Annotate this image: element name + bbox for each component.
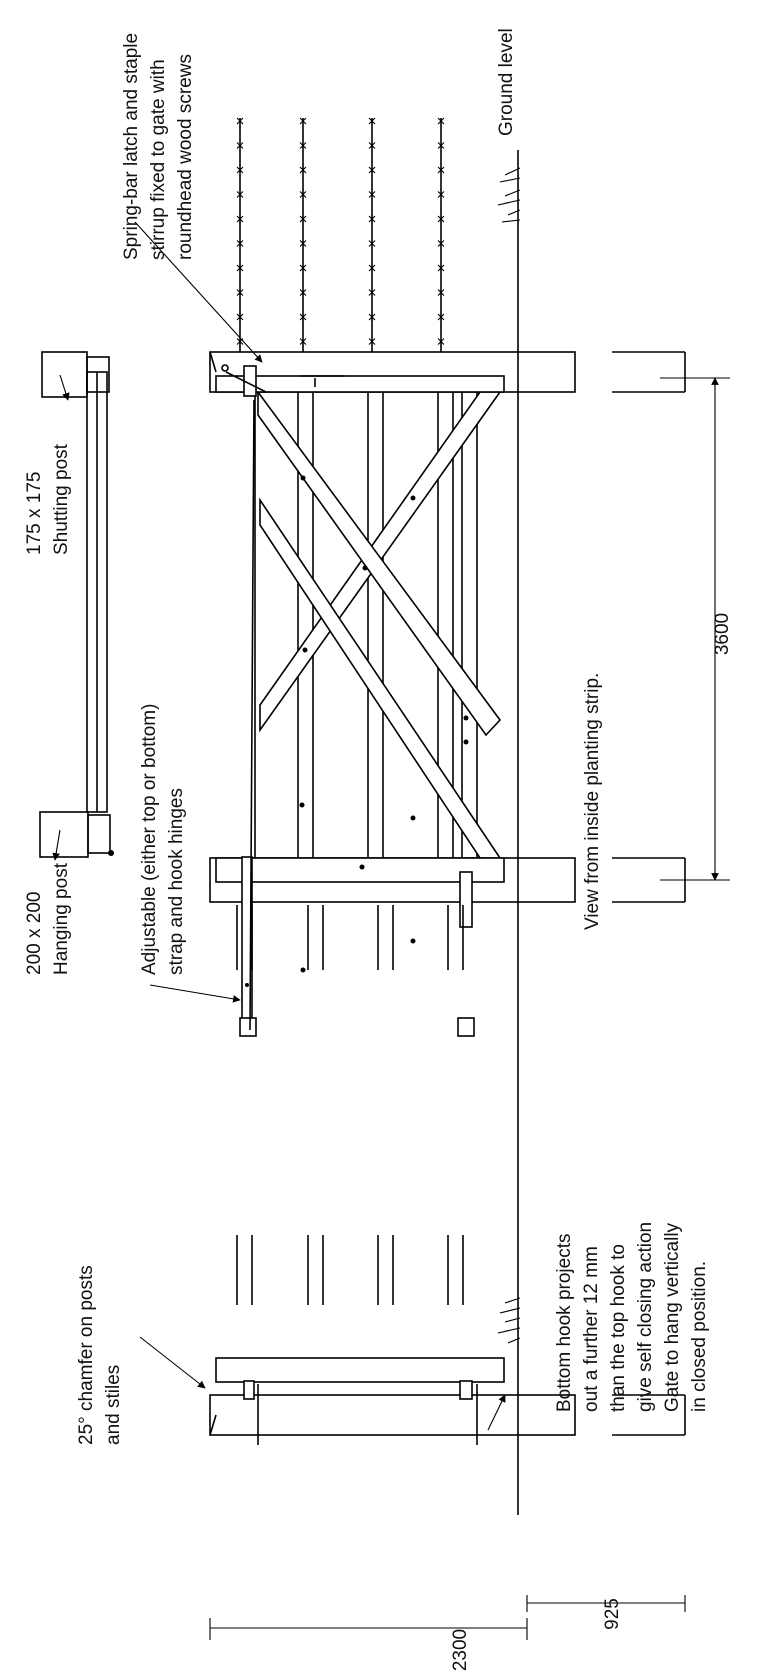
gate-elevation: [209, 351, 686, 1037]
svg-text:give self closing action: give self closing action: [635, 1222, 656, 1412]
wire-barb: [437, 117, 445, 125]
label-chamfer: 25° chamfer on posts and stiles: [76, 1265, 124, 1445]
wire-barb: [368, 117, 376, 125]
dimension-925: 925: [526, 1595, 686, 1630]
plan-view: [39, 351, 114, 858]
hinge-block-plan: [87, 814, 111, 854]
label-hinges: Adjustable (either top or bottom) strap …: [139, 704, 187, 975]
dimension-2300: 2300: [209, 1618, 528, 1671]
barbed-wire-fence: [236, 117, 445, 352]
wire-barb: [299, 191, 307, 198]
diagonal-brace-2: [257, 389, 502, 737]
wire-barb: [299, 338, 307, 345]
side-stile: [215, 1357, 505, 1383]
dimension-2300-label: 2300: [450, 1629, 471, 1671]
dimension-925-label: 925: [602, 1598, 623, 1630]
wire-barb: [437, 191, 445, 198]
wire-barb: [368, 240, 376, 247]
hanging-post-plan: [39, 811, 89, 858]
grass-tuft-top: [497, 167, 521, 223]
label-bottom-hook: Bottom hook projects out a further 12 mm…: [554, 1222, 710, 1412]
svg-text:Bottom hook projects: Bottom hook projects: [554, 1234, 575, 1412]
wire-barb: [236, 289, 244, 296]
svg-text:Hanging post: Hanging post: [51, 862, 72, 975]
svg-text:out a further 12 mm: out a further 12 mm: [581, 1246, 602, 1412]
svg-text:than the top hook to: than the top hook to: [608, 1244, 629, 1412]
svg-text:25° chamfer on posts: 25° chamfer on posts: [76, 1265, 97, 1445]
svg-text:200 x 200: 200 x 200: [24, 892, 45, 975]
side-post: [209, 1394, 576, 1436]
latch-block-plan: [86, 356, 110, 393]
label-shutting-post: 175 x 175 Shutting post: [24, 443, 72, 555]
wire-barb: [368, 289, 376, 296]
wire-barb: [437, 240, 445, 247]
side-section-view: [209, 1357, 686, 1445]
wire-barb: [299, 313, 307, 321]
svg-text:Spring-bar latch and staple: Spring-bar latch and staple: [121, 33, 142, 260]
spring-bar-latch: [243, 365, 257, 397]
svg-text:stirrup fixed to gate with: stirrup fixed to gate with: [148, 59, 169, 260]
wire-barb: [236, 215, 244, 223]
label-ground-level: Ground level: [496, 28, 517, 136]
wire-barb: [299, 289, 307, 296]
wire-barb: [437, 289, 445, 296]
wire-barb: [236, 240, 244, 247]
wire-barb: [368, 166, 376, 174]
svg-text:roundhead wood screws: roundhead wood screws: [175, 54, 196, 260]
label-spring-latch: Spring-bar latch and staple stirrup fixe…: [121, 33, 196, 260]
label-view-note: View from inside planting strip.: [582, 673, 603, 930]
wire-barb: [299, 166, 307, 174]
wire-barb: [236, 117, 244, 125]
wire-barb: [437, 313, 445, 321]
wire-barb: [368, 313, 376, 321]
rail-stubs: [236, 905, 464, 1305]
wire-barb: [236, 166, 244, 174]
svg-text:in closed position.: in closed position.: [689, 1261, 710, 1412]
leader-lines: [52, 221, 506, 1431]
svg-text:strap and hook hinges: strap and hook hinges: [166, 788, 187, 975]
bottom-hinge: [459, 871, 473, 928]
wire-barb: [437, 264, 445, 272]
wire-barb: [236, 191, 244, 198]
svg-text:and stiles: and stiles: [103, 1365, 124, 1445]
wire-barb: [437, 338, 445, 345]
wire-barb: [299, 117, 307, 125]
shutting-stile: [215, 375, 505, 393]
dimension-3600: 3600: [660, 377, 733, 881]
grass-tuft-bottom: [497, 1297, 521, 1344]
hanging-stile: [215, 857, 505, 883]
wire-barb: [236, 264, 244, 272]
wire-barb: [437, 166, 445, 174]
wire-barb: [437, 142, 445, 149]
wire-barb: [368, 191, 376, 198]
wire-barb: [299, 264, 307, 272]
wire-barb: [299, 240, 307, 247]
wire-barb: [236, 142, 244, 149]
label-hanging-post: 200 x 200 Hanging post: [24, 862, 72, 975]
wire-barb: [299, 142, 307, 149]
wire-barb: [236, 313, 244, 321]
wire-barb: [368, 338, 376, 345]
wire-barb: [299, 215, 307, 223]
dimension-3600-label: 3600: [712, 613, 733, 655]
wire-barb: [368, 215, 376, 223]
svg-text:Adjustable (either top or bott: Adjustable (either top or bottom): [139, 704, 160, 975]
wire-barb: [368, 264, 376, 272]
svg-text:Shutting post: Shutting post: [51, 443, 72, 555]
wire-barb: [437, 215, 445, 223]
svg-text:Gate to hang vertically: Gate to hang vertically: [662, 1222, 683, 1412]
svg-text:175 x 175: 175 x 175: [24, 472, 45, 555]
wire-barb: [368, 142, 376, 149]
